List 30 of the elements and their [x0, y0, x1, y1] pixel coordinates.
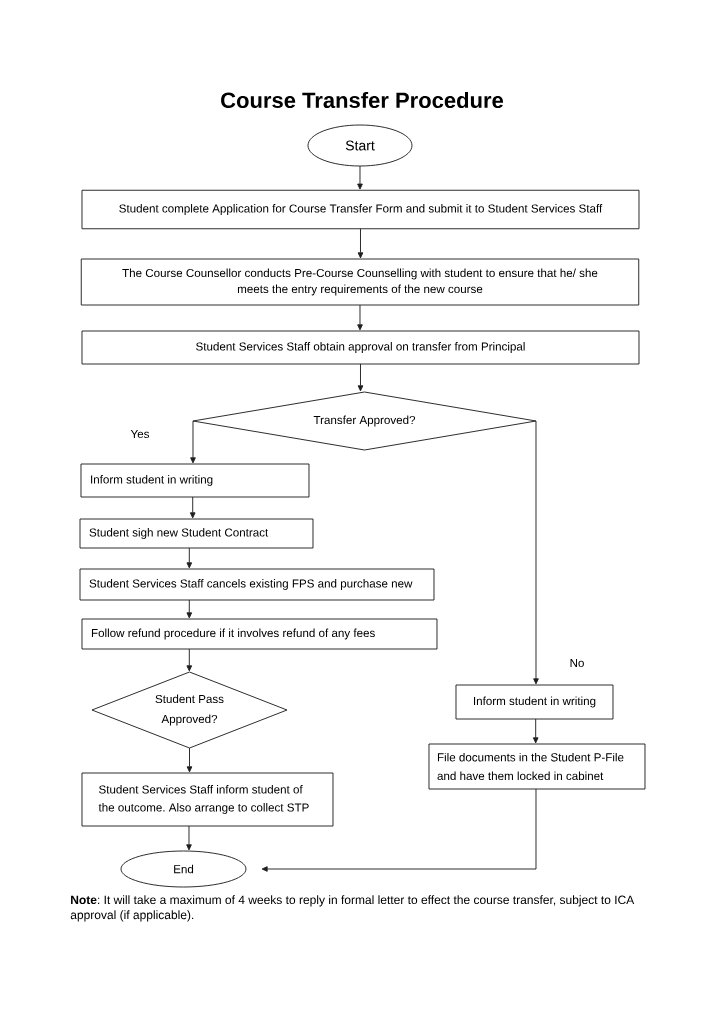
arrow	[186, 648, 193, 672]
process-box: Student Services Staff inform student of the outcome. Also arrange to collect STP	[81, 772, 334, 827]
process-box: File documents in the Student P-File and have them locked in cabinet	[428, 743, 646, 790]
process-box: The Course Counsellor conducts Pre-Course Counselling with student to ensure that he/ she meets the entry requirements of the new course	[80, 258, 640, 306]
process-box: Inform student in writing	[455, 684, 614, 720]
arrow	[186, 747, 193, 773]
process-box: Student complete Application for Course Transfer Form and submit it to Student Services Staff	[81, 189, 640, 230]
arrow	[261, 788, 537, 872]
edge-label: No	[568, 657, 586, 669]
process-box: Student Services Staff cancels existing FPS and purchase new	[79, 568, 435, 601]
arrow	[357, 363, 364, 392]
arrow	[189, 496, 196, 519]
arrow	[186, 599, 193, 619]
arrow	[357, 304, 363, 331]
arrow	[186, 547, 193, 569]
arrow	[186, 825, 192, 851]
terminal-oval: End	[120, 850, 247, 888]
arrow	[532, 718, 539, 744]
process-box: Student sigh new Student Contract	[79, 518, 314, 549]
arrow	[190, 420, 196, 464]
process-box: Inform student in writing	[80, 463, 310, 498]
arrow	[357, 228, 364, 259]
process-box: Student Services Staff obtain approval on transfer from Principal	[81, 330, 640, 365]
process-box: Follow refund procedure if it involves refund of any fees	[81, 618, 438, 650]
arrow	[533, 420, 539, 685]
arrow	[357, 165, 363, 190]
edge-label: Yes	[129, 428, 151, 440]
terminal-oval: Start	[307, 124, 413, 167]
note-text: Note: It will take a maximum of 4 weeks to reply in formal letter to effect the course transfer, subject to ICA approval (if applicable).	[70, 895, 635, 922]
title: Course Transfer Procedure	[221, 91, 504, 109]
